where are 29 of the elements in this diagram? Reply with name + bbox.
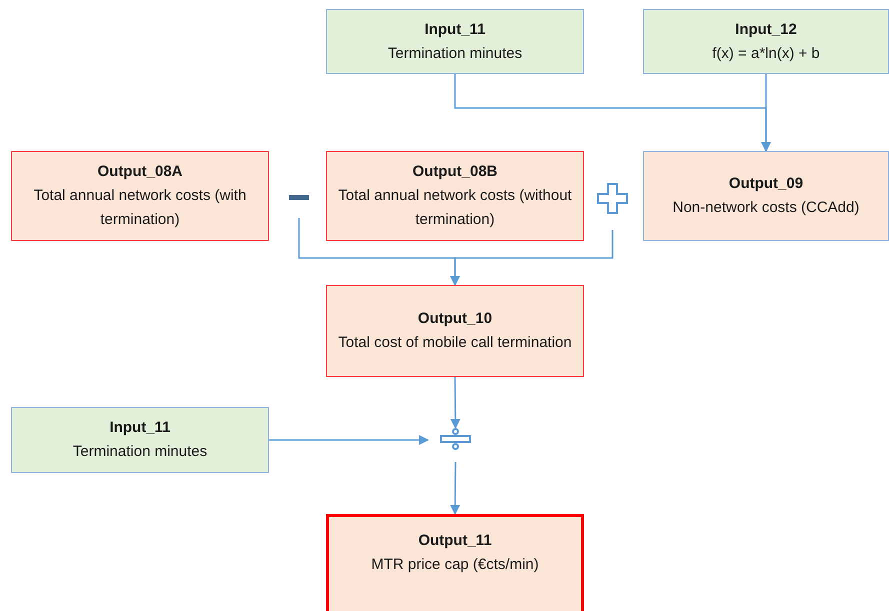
box-title: Input_11 bbox=[110, 418, 170, 438]
box-text: Total annual network costs (without termination) bbox=[337, 186, 573, 230]
input-box bbox=[643, 9, 889, 74]
output-box bbox=[643, 151, 889, 241]
connector-arrow bbox=[450, 462, 460, 515]
output-box bbox=[326, 285, 584, 377]
input-box bbox=[11, 407, 269, 473]
box-text: Total cost of mobile call termination bbox=[338, 333, 572, 353]
connector-arrow bbox=[761, 74, 771, 152]
output-box bbox=[326, 151, 584, 241]
output-box bbox=[11, 151, 269, 241]
box-title: Output_11 bbox=[418, 531, 492, 551]
box-text: Termination minutes bbox=[388, 44, 522, 64]
box-title: Input_12 bbox=[735, 20, 797, 40]
box-title: Output_10 bbox=[418, 309, 492, 329]
input-box bbox=[326, 9, 584, 74]
box-title: Output_08B bbox=[412, 162, 498, 182]
box-text: f(x) = a*ln(x) + b bbox=[712, 44, 820, 64]
box-text: Non-network costs (CCAdd) bbox=[672, 198, 860, 218]
box-title: Output_09 bbox=[728, 174, 804, 194]
connector-arrow bbox=[450, 230, 614, 286]
box-text: Total annual network costs (with termination) bbox=[32, 186, 248, 230]
result-box bbox=[326, 514, 584, 611]
box-text: MTR price cap (€cts/min) bbox=[371, 555, 539, 575]
connector-arrow bbox=[450, 377, 460, 429]
box-text: Termination minutes bbox=[72, 442, 208, 462]
box-title: Output_08A bbox=[97, 162, 182, 182]
connector-arrow bbox=[269, 435, 429, 445]
box-title: Input_11 bbox=[424, 20, 486, 40]
